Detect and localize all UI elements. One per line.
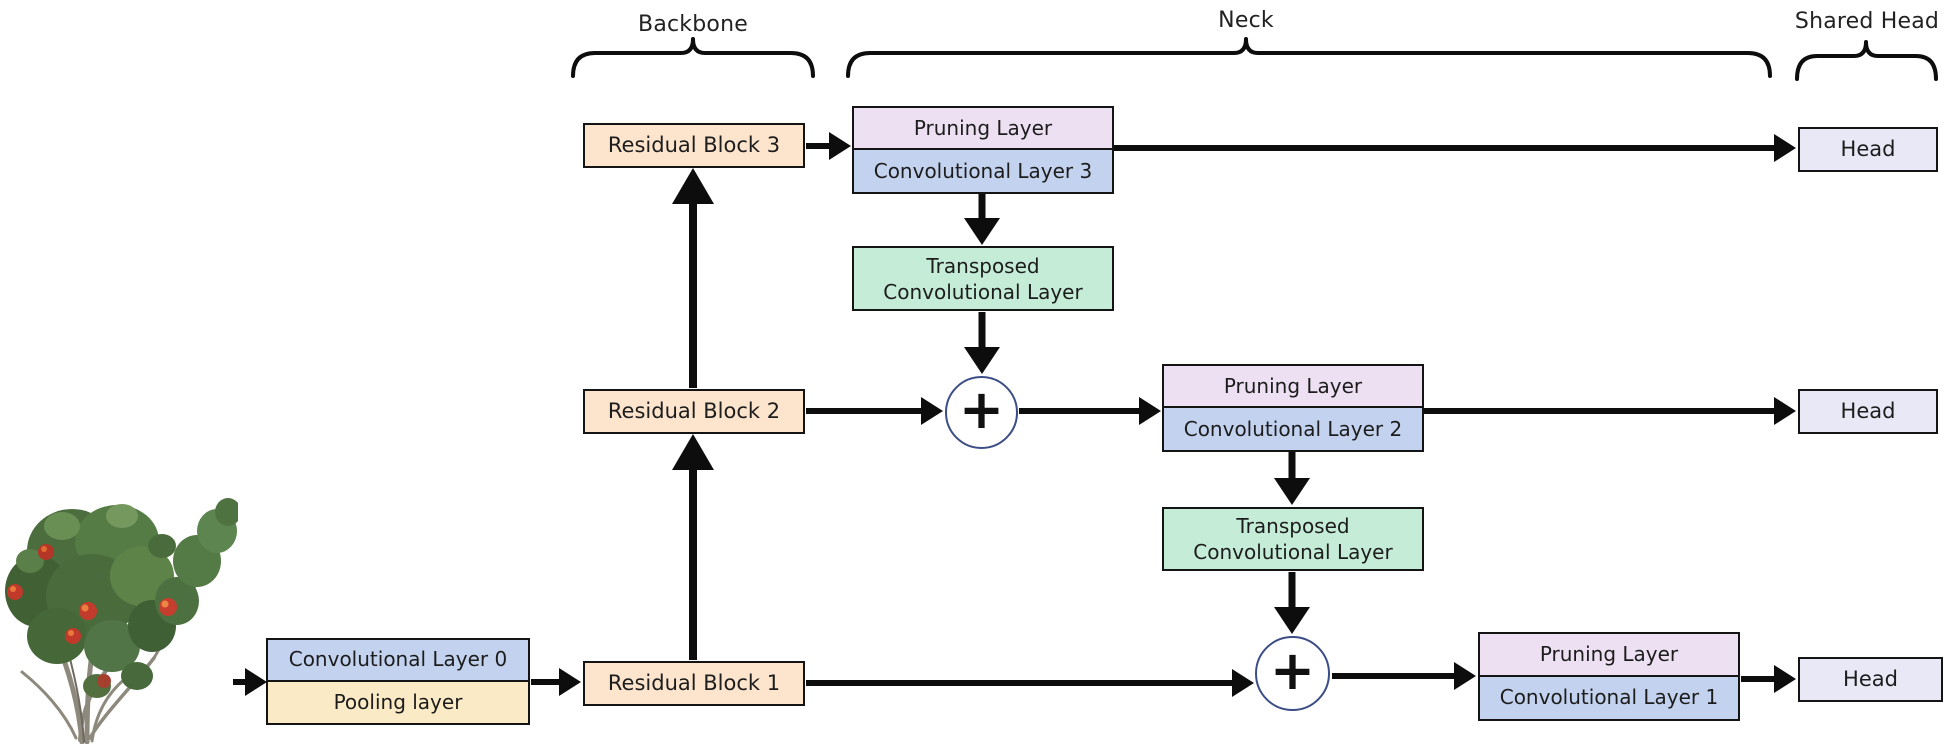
- pruning-layer-3-label: Pruning Layer: [913, 115, 1053, 140]
- transposed-conv-1-box: Transposed Convolutional Layer: [852, 246, 1114, 311]
- head-2-label: Head: [1840, 399, 1896, 424]
- arrow-adder1-to-stack2: [1019, 397, 1161, 425]
- shared-head-brace: [1795, 40, 1938, 81]
- pruning-conv3-stack: Pruning Layer Convolutional Layer 3: [852, 106, 1114, 194]
- conv-layer-2-box: Convolutional Layer 2: [1164, 408, 1422, 450]
- head-3-label: Head: [1843, 667, 1898, 692]
- head-2-box: Head: [1798, 389, 1938, 434]
- transposed-conv-1-line2: Convolutional Layer: [883, 279, 1083, 304]
- shared-head-section-label: Shared Head: [1794, 9, 1940, 34]
- residual-block-3-label: Residual Block 3: [607, 133, 781, 158]
- arrow-stack2-to-transposed2: [1274, 452, 1310, 505]
- residual-block-1-label: Residual Block 1: [607, 671, 781, 696]
- transposed-conv-2-line1: Transposed: [1236, 514, 1350, 538]
- backbone-brace: [571, 37, 815, 78]
- head-1-label: Head: [1840, 137, 1896, 162]
- conv-layer-2-label: Convolutional Layer 2: [1183, 416, 1403, 441]
- residual-block-2-label: Residual Block 2: [607, 399, 781, 424]
- pruning-conv1-stack: Pruning Layer Convolutional Layer 1: [1478, 632, 1740, 721]
- apple-tree-image: [5, 498, 238, 744]
- conv-layer-1-label: Convolutional Layer 1: [1499, 685, 1719, 710]
- adder-node-1: +: [945, 376, 1018, 449]
- arrow-adder2-to-stack1: [1332, 662, 1476, 690]
- transposed-conv-1-line1: Transposed: [926, 253, 1040, 278]
- plus-icon: +: [1269, 639, 1316, 702]
- residual-block-1-box: Residual Block 1: [583, 661, 805, 706]
- arrow-stack1-to-head3: [1741, 665, 1796, 693]
- conv-layer-0-label: Convolutional Layer 0: [288, 647, 508, 672]
- head-1-box: Head: [1798, 127, 1938, 172]
- head-3-box: Head: [1798, 657, 1943, 702]
- pruning-layer-2-box: Pruning Layer: [1164, 366, 1422, 408]
- stem-stack: Convolutional Layer 0 Pooling layer: [266, 638, 530, 725]
- backbone-section-label: Backbone: [638, 12, 748, 37]
- conv-layer-3-box: Convolutional Layer 3: [854, 150, 1112, 192]
- arrow-stack2-to-head2: [1424, 397, 1796, 425]
- arrow-input-to-conv0: [233, 668, 267, 696]
- conv-layer-0-box: Convolutional Layer 0: [268, 640, 528, 682]
- arrow-residual1-to-adder2: [806, 669, 1254, 697]
- pruning-layer-2-label: Pruning Layer: [1223, 373, 1363, 398]
- pooling-layer-label: Pooling layer: [333, 689, 463, 714]
- neck-section-label: Neck: [1218, 8, 1274, 33]
- arrow-stack3-to-head1: [1114, 134, 1796, 162]
- arrow-residual2-to-adder1: [806, 397, 943, 425]
- arrow-stack3-to-transposed1: [964, 194, 1000, 245]
- pruning-layer-3-box: Pruning Layer: [854, 108, 1112, 150]
- residual-block-3-box: Residual Block 3: [583, 123, 805, 168]
- transposed-conv-2-line2: Convolutional Layer: [1193, 540, 1393, 564]
- pooling-layer-box: Pooling layer: [268, 681, 528, 723]
- arrow-transposed1-to-adder1: [964, 312, 1000, 374]
- adder-node-2: +: [1255, 636, 1330, 711]
- arrow-pooling-to-residual1: [531, 668, 581, 696]
- residual-block-2-box: Residual Block 2: [583, 389, 805, 434]
- neck-brace: [846, 37, 1772, 78]
- conv-layer-1-box: Convolutional Layer 1: [1480, 676, 1738, 719]
- transposed-conv-2-box: Transposed Convolutional Layer: [1162, 507, 1424, 571]
- arrow-residual2-to-residual3: [672, 168, 714, 388]
- pruning-layer-1-label: Pruning Layer: [1539, 641, 1679, 666]
- conv-layer-3-label: Convolutional Layer 3: [873, 158, 1093, 183]
- pruning-conv2-stack: Pruning Layer Convolutional Layer 2: [1162, 364, 1424, 452]
- arrow-residual3-to-stack3: [806, 132, 851, 160]
- arrow-residual1-to-residual2: [672, 434, 714, 660]
- pruning-layer-1-box: Pruning Layer: [1480, 634, 1738, 677]
- arrow-transposed2-to-adder2: [1274, 572, 1310, 634]
- plus-icon: +: [958, 378, 1005, 441]
